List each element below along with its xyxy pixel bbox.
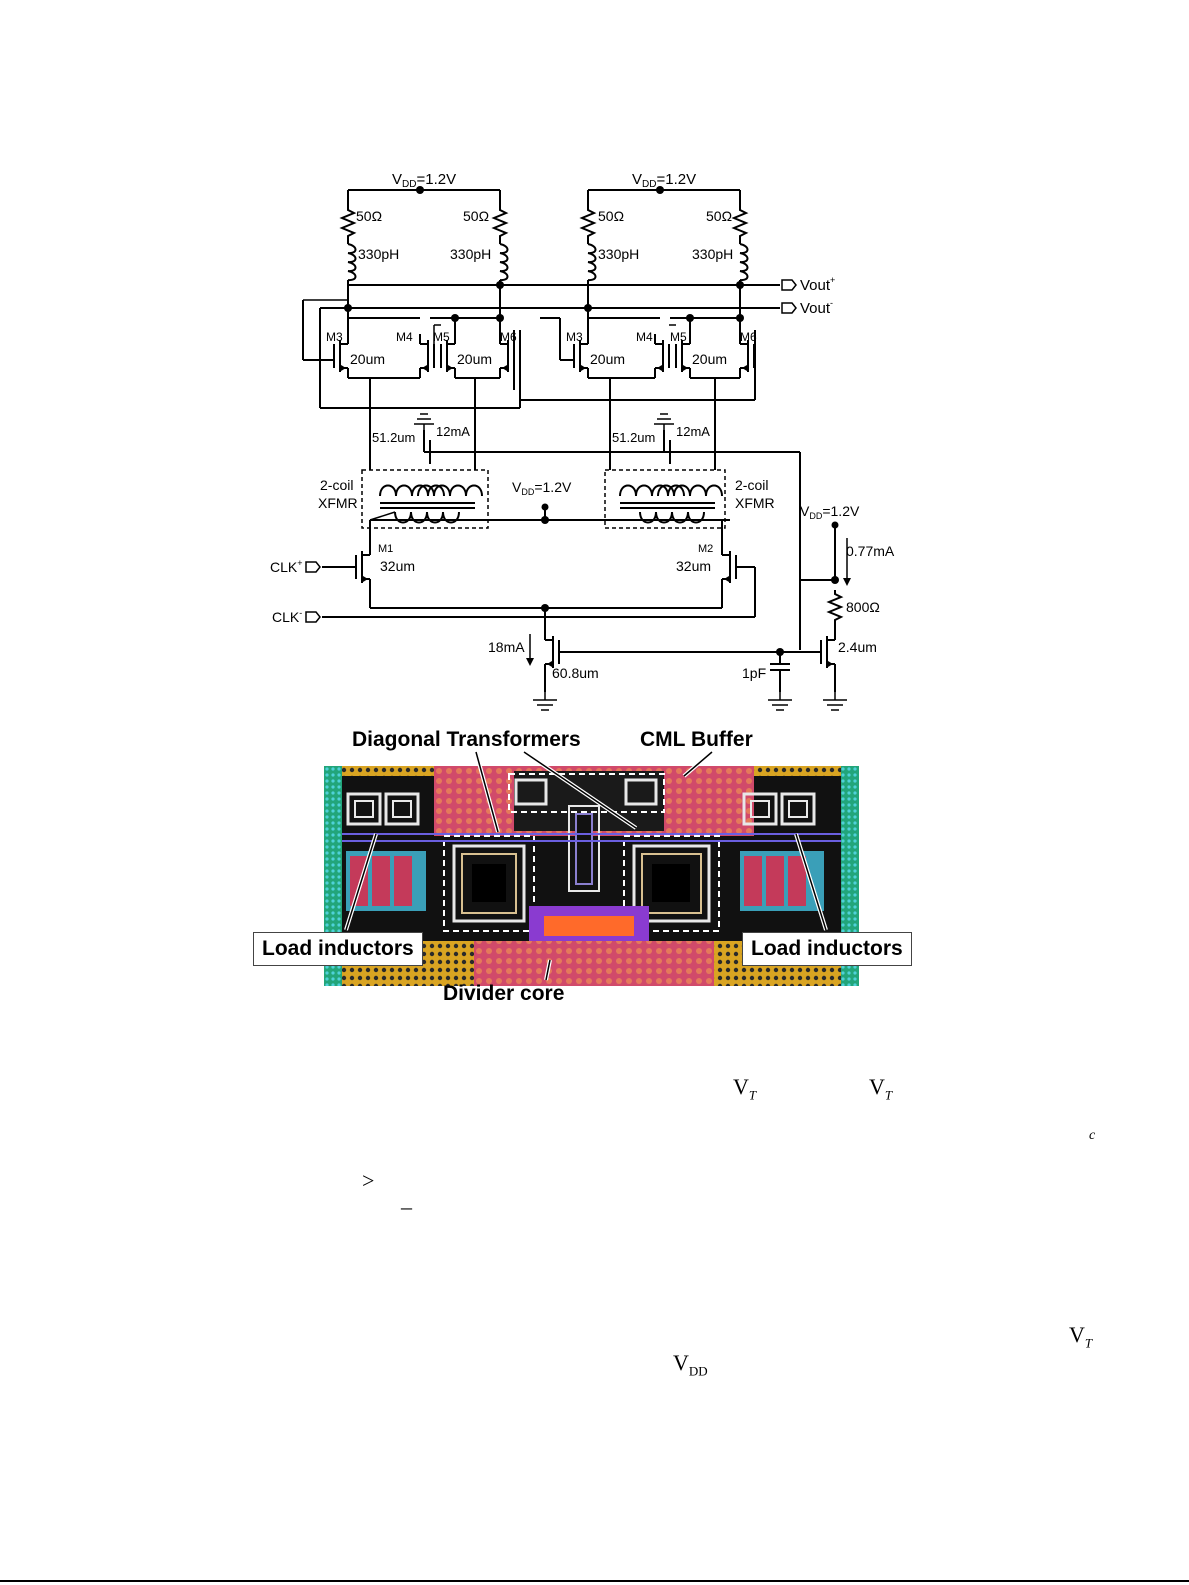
bias-width-label: 2.4um [838, 639, 877, 655]
vout-plus-label: Vout+ [800, 275, 835, 294]
clk-plus-label: CLK+ [270, 558, 303, 575]
vt-symbol: VT [733, 1074, 757, 1103]
divider-schematic: M3 M4 M5 M6 20um 20um M3 M4 M5 M6 20um 2… [270, 171, 895, 711]
vt-symbol: VT [869, 1074, 893, 1103]
page-bottom-rule [0, 1580, 1189, 1582]
right-latch: M3 M4 M5 M6 20um 20um [520, 314, 757, 440]
l-load-label: 330pH [450, 246, 491, 262]
vt-symbol: VT [1069, 1322, 1093, 1351]
m6-label: M6 [740, 330, 757, 344]
r-load-label: 50Ω [463, 208, 489, 224]
m4-label: M4 [396, 330, 413, 344]
load-inductors-callout-left: Load inductors [253, 932, 423, 966]
greater-than-fragment: > [362, 1168, 375, 1193]
dash-fragment: – [401, 1194, 412, 1219]
l-load-label: 330pH [358, 246, 399, 262]
latch-width-label: 20um [350, 351, 385, 367]
latch-width-label: 20um [457, 351, 492, 367]
m6-label: M6 [500, 330, 517, 344]
m3-label: M3 [566, 330, 583, 344]
supply-labels: VDD=1.2V VDD=1.2V VDD=1.2V VDD=1.2V Vout… [270, 171, 860, 625]
vdd-label: VDD=1.2V [632, 171, 696, 190]
vdd-label: VDD=1.2V [512, 479, 572, 497]
src-current-label: 12mA [436, 424, 470, 439]
input-width-label: 32um [676, 558, 711, 574]
divider-core-callout: Divider core [443, 982, 565, 1005]
cap-label: 1pF [742, 665, 766, 681]
r-load-label: 50Ω [706, 208, 732, 224]
r-load-label: 50Ω [598, 208, 624, 224]
m5-label: M5 [670, 330, 687, 344]
load-values: 50Ω 50Ω 50Ω 50Ω 330pH 330pH 330pH 330pH [356, 208, 733, 262]
latch-current-sources: 51.2um 12mA 51.2um 12mA [369, 413, 801, 650]
xfmr-label: 2-coil [320, 477, 353, 493]
clk-minus-label: CLK- [272, 608, 302, 625]
src-width-label: 51.2um [612, 430, 655, 445]
xfmr-label: XFMR [318, 495, 358, 511]
bias-current-label: 0.77mA [846, 543, 895, 559]
vout-minus-label: Vout- [800, 298, 833, 317]
m2-label: M2 [698, 543, 713, 555]
cml-buffer-callout: CML Buffer [640, 728, 753, 751]
l-load-label: 330pH [598, 246, 639, 262]
src-current-label: 12mA [676, 424, 710, 439]
output-rails [302, 279, 797, 408]
l-load-label: 330pH [692, 246, 733, 262]
transformers-callout: Diagonal Transformers [352, 728, 581, 751]
c-fragment: c [1089, 1128, 1096, 1143]
src-width-label: 51.2um [372, 430, 415, 445]
bias-resistor-label: 800Ω [846, 599, 880, 615]
m1-label: M1 [378, 543, 393, 555]
transformers: 2-coil XFMR 2-coil XFMR [318, 469, 775, 529]
m4-label: M4 [636, 330, 653, 344]
r-load-label: 50Ω [356, 208, 382, 224]
latch-width-label: 20um [590, 351, 625, 367]
vdd-symbol: VDD [673, 1350, 708, 1379]
latch-width-label: 20um [692, 351, 727, 367]
xfmr-label: XFMR [735, 495, 775, 511]
tail-width-label: 60.8um [552, 665, 599, 681]
vdd-label: VDD=1.2V [800, 503, 860, 521]
load-inductors-callout-right: Load inductors [742, 932, 912, 966]
m5-label: M5 [433, 330, 450, 344]
input-pair: M1 32um M2 32um [305, 520, 756, 623]
tail-current-label: 18mA [488, 639, 525, 655]
m3-label: M3 [326, 330, 343, 344]
xfmr-label: 2-coil [735, 477, 768, 493]
bias-branch: 0.77mA 800Ω 2.4um [800, 521, 895, 711]
input-width-label: 32um [380, 558, 415, 574]
tail-source: 18mA 60.8um 1pF [488, 608, 800, 711]
left-latch: M3 M4 M5 M6 20um 20um [303, 314, 521, 440]
vdd-label: VDD=1.2V [392, 171, 456, 190]
